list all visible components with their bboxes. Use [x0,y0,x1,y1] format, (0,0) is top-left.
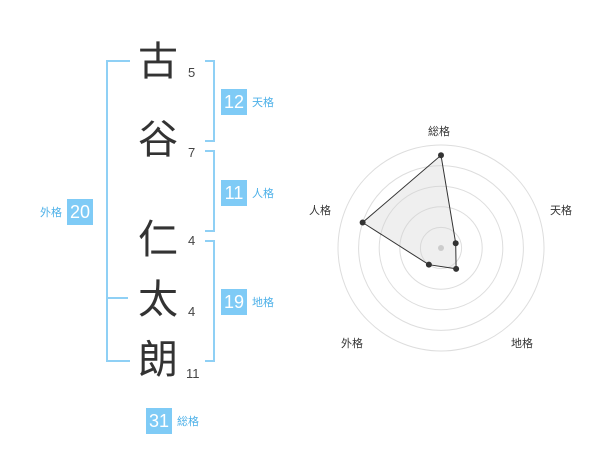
tenkaku-badge: 12 天格 [221,89,274,115]
jinkaku-label: 人格 [252,187,274,200]
jinkaku-badge: 11 人格 [221,180,274,206]
radar-label-jinkaku: 人格 [309,204,331,217]
radar-point-3 [453,265,460,272]
jinkaku-value: 11 [221,180,247,206]
chikaku-badge: 19 地格 [221,289,274,315]
radar-point-2 [452,240,459,247]
chikaku-bracket [205,240,215,362]
name-char-4: 太 [138,277,178,323]
radar-ring-1 [419,226,463,270]
jinkaku-bracket [205,150,215,232]
stroke-count-3: 4 [188,233,196,248]
radar-label-chikaku: 地格 [511,337,533,350]
gaikaku-label: 外格 [40,206,62,219]
stroke-count-2: 7 [188,145,196,160]
gaikaku-badge: 外格 20 [40,199,94,225]
radar-ring-4 [358,165,524,331]
radar-series-polygon [361,154,457,270]
soukaku-value: 31 [146,408,173,434]
radar-point-5 [359,219,366,226]
gaikaku-bracket [106,60,130,362]
gaikaku-bracket-divider [108,297,128,299]
name-char-2: 谷 [138,117,178,163]
soukaku-label: 総格 [177,415,200,428]
soukaku-badge: 31 総格 [146,408,199,434]
radar-ring-5 [337,144,545,352]
name-char-1: 古 [138,39,178,85]
radar-label-gaikaku: 外格 [341,337,363,350]
tenkaku-bracket [205,60,215,142]
radar-ring-2 [399,206,483,290]
stroke-count-1: 5 [188,65,196,80]
chikaku-value: 19 [221,289,248,315]
radar-label-soukaku: 総格 [428,125,450,138]
name-char-3: 仁 [138,217,178,263]
name-char-5: 朗 [138,337,178,383]
radar-point-1 [438,152,444,159]
tenkaku-value: 12 [221,89,248,115]
tenkaku-label: 天格 [252,96,275,109]
radar-ring-3 [378,185,504,311]
gaikaku-value: 20 [67,199,94,225]
radar-point-4 [425,261,432,268]
stroke-count-4: 4 [188,304,196,319]
chikaku-label: 地格 [252,296,275,309]
radar-center-dot [438,245,444,251]
stroke-count-5: 11 [186,366,200,381]
radar-label-tenkaku: 天格 [550,204,572,217]
